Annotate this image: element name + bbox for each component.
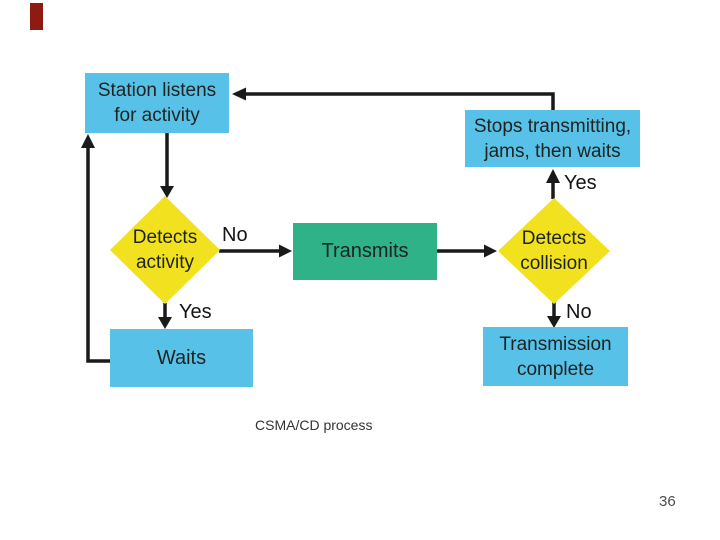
connector-waits-to-station: [86, 147, 110, 363]
node-station-listens: Station listens for activity: [85, 73, 229, 133]
node-label-line: Detects: [521, 228, 587, 249]
node-label-line: Stops transmitting,: [473, 115, 632, 137]
node-transmission-complete: Transmission complete: [483, 327, 628, 386]
node-label-line: collision: [520, 253, 588, 274]
arrowhead-left: [232, 87, 246, 101]
node-label-line: Detects: [132, 227, 198, 248]
arrowhead-down: [547, 316, 561, 328]
slide-accent-bar: [30, 3, 43, 30]
connector-stops-to-station: [246, 92, 555, 110]
node-label-line: Transmits: [321, 240, 409, 262]
arrowhead-up: [81, 134, 95, 148]
edge-label-no: No: [222, 224, 248, 246]
node-label-line: for activity: [114, 105, 200, 126]
node-label-line: Station listens: [97, 80, 217, 101]
node-waits: Waits: [110, 329, 253, 387]
node-label-line: complete: [516, 358, 595, 380]
arrowhead-down: [158, 317, 172, 329]
node-label-line: Transmission: [499, 333, 612, 355]
arrowhead-right: [484, 244, 497, 258]
figure-caption: CSMA/CD process: [255, 417, 373, 433]
edge-label-no: No: [566, 301, 592, 323]
node-label-line: Waits: [156, 346, 207, 369]
page-number: 36: [659, 493, 676, 510]
arrowhead-down: [160, 186, 174, 198]
arrowhead-right: [279, 244, 292, 258]
node-label-line: activity: [135, 252, 195, 273]
node-transmits: Transmits: [293, 223, 437, 280]
node-stops-transmitting: Stops transmitting, jams, then waits: [465, 110, 640, 167]
edge-label-yes: Yes: [564, 172, 597, 194]
arrowhead-up: [546, 169, 560, 183]
node-label-line: jams, then waits: [484, 140, 621, 162]
edge-label-yes: Yes: [179, 301, 212, 323]
